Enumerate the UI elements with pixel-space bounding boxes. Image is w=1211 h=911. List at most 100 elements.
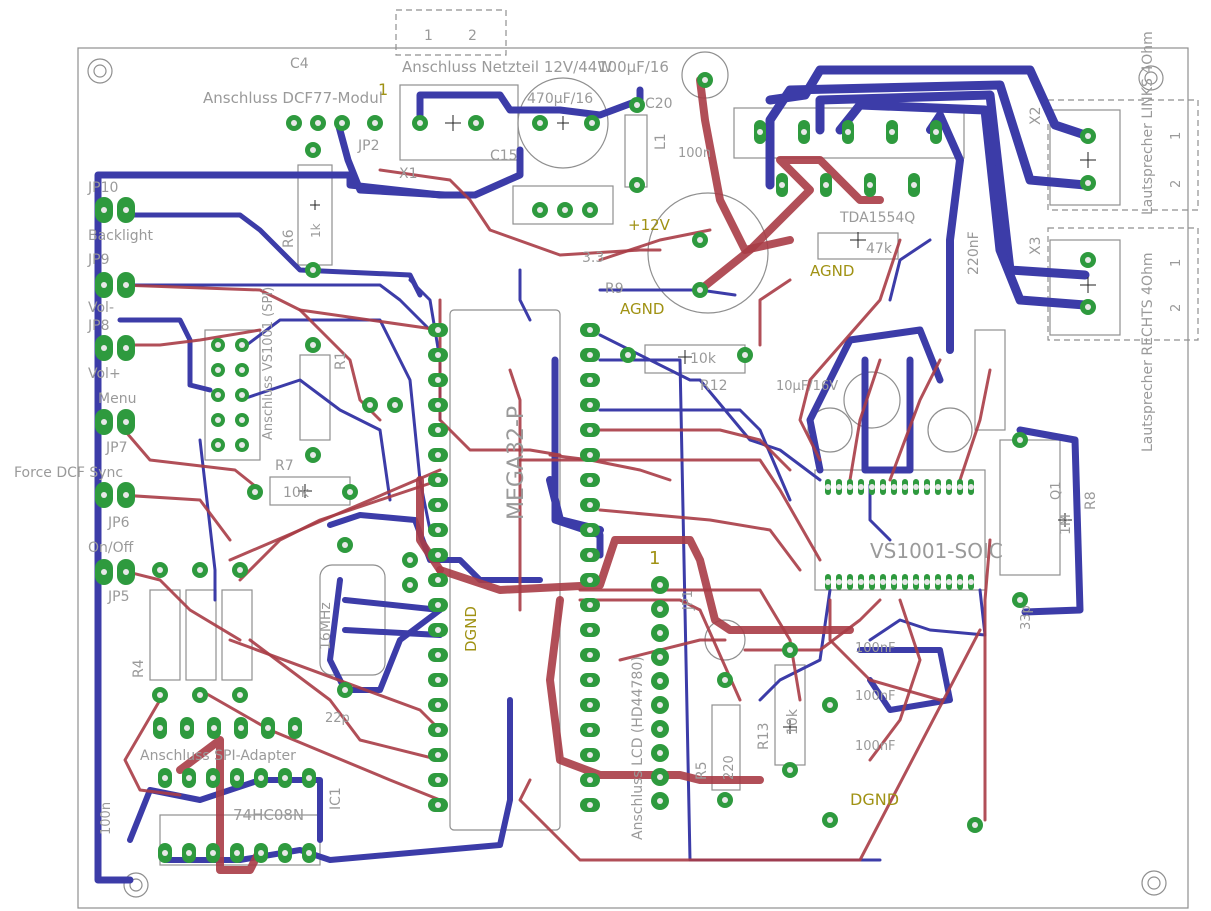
drill-hole [968, 579, 974, 585]
drill-hole [657, 630, 663, 636]
drill-hole [407, 582, 413, 588]
drill-hole [836, 579, 842, 585]
label-x1: X1 [399, 166, 418, 182]
drill-hole [587, 702, 593, 708]
drill-hole [215, 342, 221, 348]
drill-hole [258, 850, 264, 856]
drill-hole [435, 802, 441, 808]
drill-hole [435, 377, 441, 383]
drill-hole [435, 352, 441, 358]
drill-hole [162, 775, 168, 781]
drill-hole [435, 527, 441, 533]
label-plus12v: +12V [628, 216, 671, 234]
drill-hole [239, 442, 245, 448]
label-r12-value: 10k [690, 351, 717, 367]
drill-hole [310, 342, 316, 348]
drill-hole [657, 654, 663, 660]
drill-hole [836, 484, 842, 490]
drill-hole [123, 569, 129, 575]
label-speaker-right: Lautsprecher RECHTS 4Ohm [1140, 252, 1156, 452]
drill-hole [184, 725, 190, 731]
label-c33: 33p [1019, 605, 1034, 630]
drill-hole [587, 602, 593, 608]
drill-hole [347, 489, 353, 495]
label-r9: R9 [605, 281, 624, 297]
drill-hole [587, 677, 593, 683]
drill-hole [1085, 133, 1091, 139]
drill-hole [858, 579, 864, 585]
silkscreen-labels: 1 2 Anschluss Netzteil 12V/44W 100µF/16 … [14, 28, 1184, 840]
drill-hole [435, 777, 441, 783]
drill-hole [657, 750, 663, 756]
label-r6-value: 1k [309, 223, 323, 238]
drill-hole [101, 282, 107, 288]
drill-hole [933, 129, 939, 135]
board-outline [77, 47, 1189, 909]
label-speaker-left: Lautsprecher LINKS 4Ohm [1140, 31, 1156, 215]
drill-hole [258, 775, 264, 781]
label-c15: C15 [490, 148, 518, 164]
drill-hole [657, 606, 663, 612]
drill-hole [587, 777, 593, 783]
drill-hole [417, 120, 423, 126]
drill-hole [587, 352, 593, 358]
drill-hole [186, 850, 192, 856]
speaker-right-pin-2: 2 [1169, 304, 1184, 312]
drill-hole [210, 775, 216, 781]
drill-hole [239, 417, 245, 423]
label-agnd-2: AGND [620, 300, 664, 318]
label-jp7: JP7 [105, 440, 127, 456]
label-r6: R6 [281, 229, 297, 248]
drill-hole [587, 207, 593, 213]
drill-hole [587, 652, 593, 658]
label-vs-anschluss: Anschluss VS1001 (SPI) [261, 287, 276, 440]
top-layer-traces [118, 76, 992, 874]
drill-hole [435, 552, 441, 558]
drill-hole [101, 419, 107, 425]
lcd-pin1-marker: 1 [649, 548, 660, 569]
drill-hole [913, 579, 919, 585]
label-vol-minus: Vol- [88, 300, 114, 316]
drill-hole [880, 484, 886, 490]
label-ic1: IC1 [328, 787, 344, 810]
drill-hole [392, 402, 398, 408]
label-quartz: 16MHz [318, 602, 334, 650]
label-l1: L1 [653, 133, 669, 150]
drill-hole [935, 484, 941, 490]
drill-hole [657, 702, 663, 708]
drill-hole [123, 492, 129, 498]
drill-hole [562, 207, 568, 213]
drill-hole [310, 267, 316, 273]
drill-hole [101, 345, 107, 351]
drill-hole [435, 677, 441, 683]
drill-hole [845, 129, 851, 135]
drill-hole [215, 442, 221, 448]
drill-hole [239, 342, 245, 348]
label-r13: R13 [756, 722, 772, 750]
drill-hole [435, 452, 441, 458]
drill-hole [587, 327, 593, 333]
drill-hole [957, 579, 963, 585]
drill-hole [310, 452, 316, 458]
drill-hole [186, 775, 192, 781]
drill-hole [697, 287, 703, 293]
drill-hole [435, 477, 441, 483]
label-x2: X2 [1028, 107, 1044, 126]
drill-hole [252, 489, 258, 495]
drill-hole [825, 579, 831, 585]
label-agnd-1: AGND [810, 262, 854, 280]
drill-hole [787, 767, 793, 773]
drill-hole [315, 120, 321, 126]
label-r5: R5 [694, 761, 710, 780]
drill-hole [827, 702, 833, 708]
drill-hole [787, 647, 793, 653]
drill-hole [238, 725, 244, 731]
drill-hole [891, 484, 897, 490]
drill-hole [634, 182, 640, 188]
label-c100n-c: 100nF [855, 739, 896, 754]
label-r13-value: 10k [785, 708, 801, 735]
drill-hole [587, 802, 593, 808]
drill-hole [825, 484, 831, 490]
drill-hole [946, 579, 952, 585]
